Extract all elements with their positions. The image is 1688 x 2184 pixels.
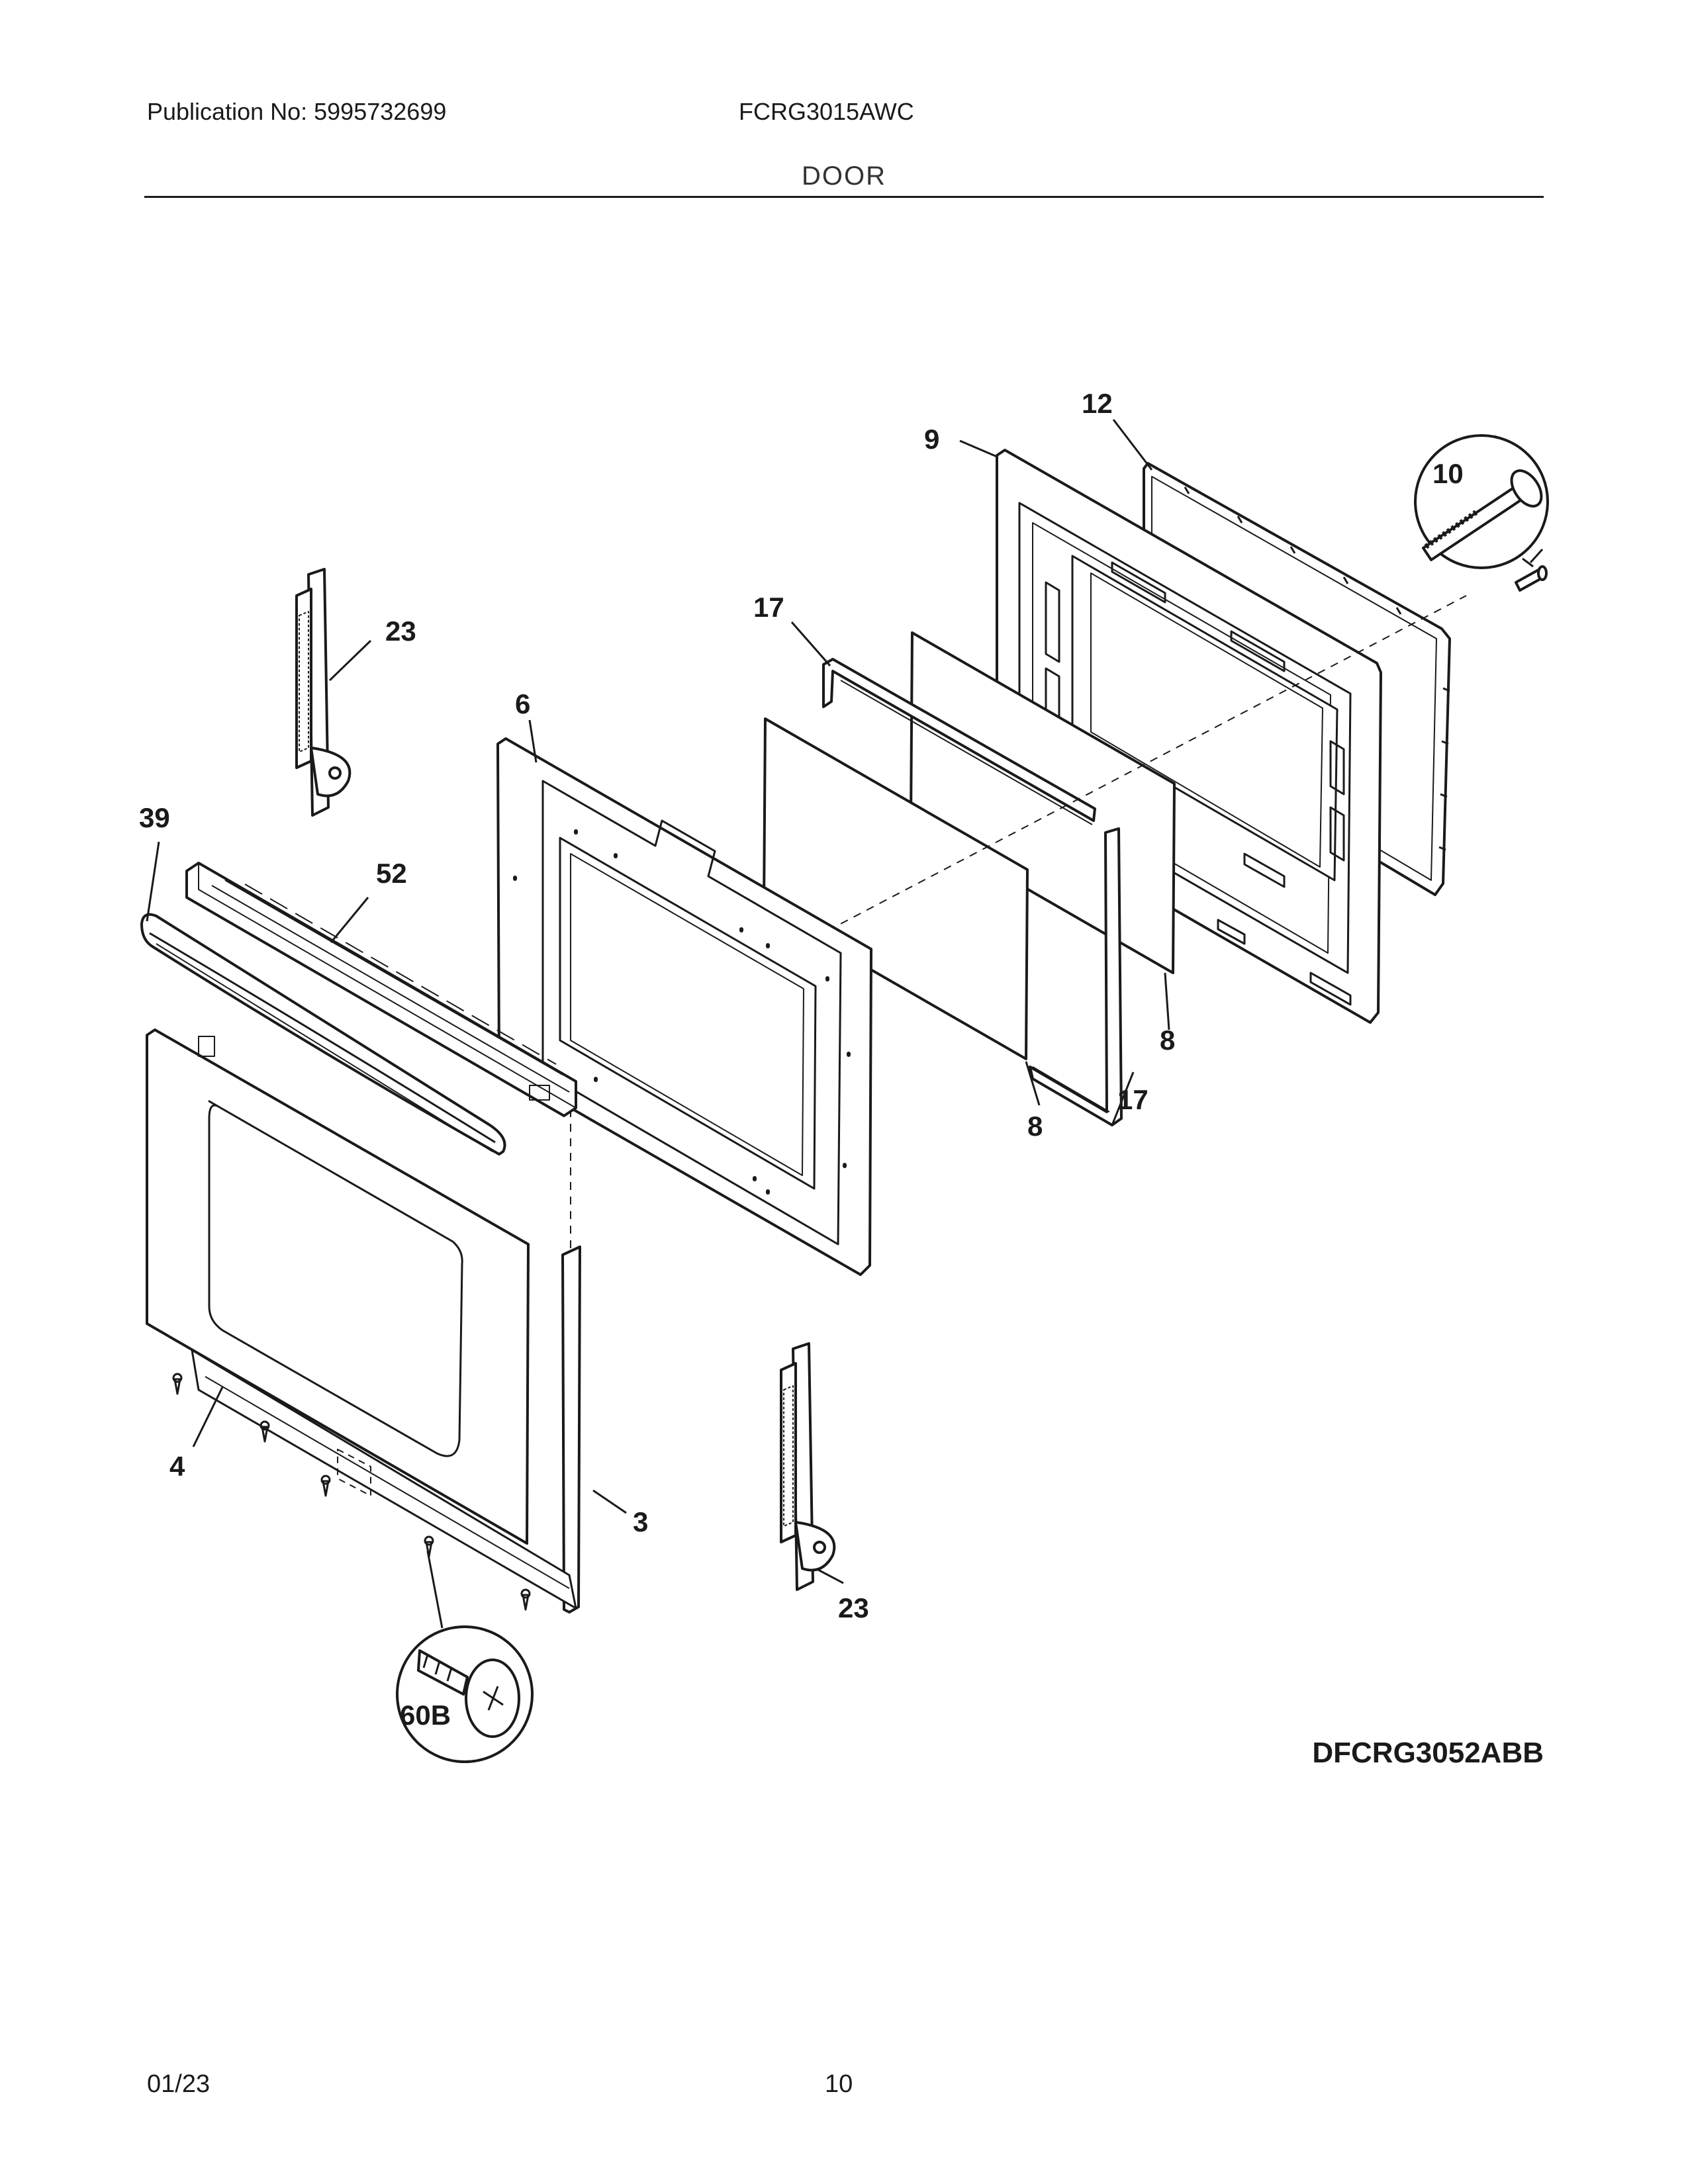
- part-label-17-bottom: 17: [1117, 1084, 1149, 1115]
- publication-number: Publication No: 5995732699: [147, 98, 447, 125]
- part-label-4: 4: [169, 1451, 185, 1482]
- door-hinge-bottom: [780, 1342, 836, 1591]
- part-label-6: 6: [515, 688, 530, 719]
- door-hinge-top: [295, 568, 352, 817]
- part-label-39: 39: [139, 802, 170, 833]
- drawing-code: DFCRG3052ABB: [1312, 1737, 1544, 1769]
- part-label-52: 52: [376, 858, 407, 889]
- part-label-23-top: 23: [385, 615, 416, 647]
- door-screws: [172, 1373, 531, 1611]
- part-label-10: 10: [1432, 458, 1464, 489]
- part-label-3: 3: [633, 1506, 648, 1537]
- inner-door-panel: [496, 737, 872, 1276]
- section-title: DOOR: [802, 161, 886, 191]
- leader-lines: [146, 419, 1534, 1629]
- part-label-23-bottom: 23: [838, 1592, 869, 1623]
- page-number: 10: [825, 2070, 853, 2098]
- part-label-12: 12: [1082, 388, 1113, 419]
- revision-date: 01/23: [147, 2070, 211, 2098]
- model-number: FCRG3015AWC: [739, 98, 914, 125]
- inner-glass-panel: [763, 717, 1029, 1060]
- glass-retainer-frame: [822, 658, 1123, 1126]
- part-label-60b: 60B: [400, 1700, 451, 1731]
- part-label-8-left: 8: [1027, 1111, 1043, 1142]
- door-vent-trim: [185, 862, 577, 1117]
- part-label-9: 9: [924, 424, 939, 455]
- header-divider: [144, 196, 1544, 198]
- part-label-8-right: 8: [1160, 1024, 1175, 1056]
- outer-door-panel: [146, 1028, 581, 1614]
- door-handle: [140, 913, 506, 1156]
- inner-door-liner: [996, 449, 1382, 1024]
- screw-callout: [396, 1625, 534, 1763]
- part-label-17-top: 17: [753, 592, 784, 623]
- shoulder-screw-callout: [1414, 434, 1549, 592]
